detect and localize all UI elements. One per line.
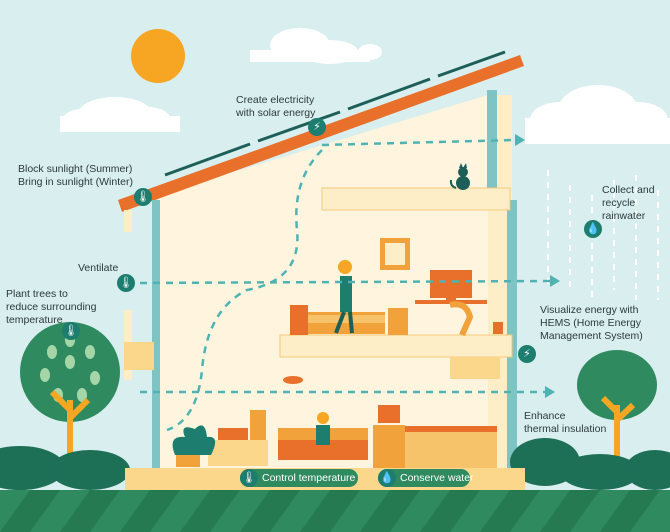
- label-trees: Plant trees to reduce surrounding temper…: [6, 288, 97, 326]
- label-hems: Visualize energy with HEMS (Home Energy …: [540, 304, 643, 342]
- ground-floor-furniture: [172, 405, 497, 470]
- person-standing: [334, 260, 354, 334]
- tree-left: [20, 322, 120, 470]
- rain-lines: [547, 170, 659, 300]
- ventilation-flow: [139, 134, 560, 432]
- bed: [290, 305, 385, 335]
- thermometer-icon: 🌡: [62, 322, 80, 340]
- attic-floor: [321, 187, 511, 211]
- lightning-icon: ⚡: [518, 345, 536, 363]
- label-rainwater: Collect and recycle rainwater: [602, 184, 655, 222]
- thermometer-icon: 🌡: [117, 274, 135, 292]
- solar-panels: [164, 50, 506, 177]
- clouds: [60, 28, 670, 144]
- water-drop-icon: 💧: [584, 220, 602, 238]
- thermometer-icon: 🌡: [134, 188, 152, 206]
- label-conserve-water: Conserve water: [400, 472, 474, 484]
- middle-floor: [279, 334, 513, 358]
- control-temperature-pill: [240, 469, 358, 487]
- monitor: [430, 270, 472, 298]
- thermometer-icon: 🌡: [240, 469, 258, 487]
- lightning-icon: ⚡: [308, 118, 326, 136]
- conserve-water-pill: [378, 469, 470, 487]
- right-wall-upper: [487, 90, 497, 188]
- label-control-temperature: Control temperature: [262, 472, 356, 484]
- water-drop-icon: 💧: [378, 469, 396, 487]
- sun-icon: [131, 29, 185, 83]
- left-wall: [152, 200, 160, 470]
- label-sunlight: Block sunlight (Summer) Bring in sunligh…: [18, 163, 133, 188]
- bushes: [0, 438, 670, 490]
- label-insulation: Enhance thermal insulation: [524, 410, 607, 435]
- cat-icon: [449, 163, 470, 190]
- label-ventilate: Ventilate: [78, 262, 119, 274]
- label-solar: Create electricity with solar energy: [236, 94, 316, 119]
